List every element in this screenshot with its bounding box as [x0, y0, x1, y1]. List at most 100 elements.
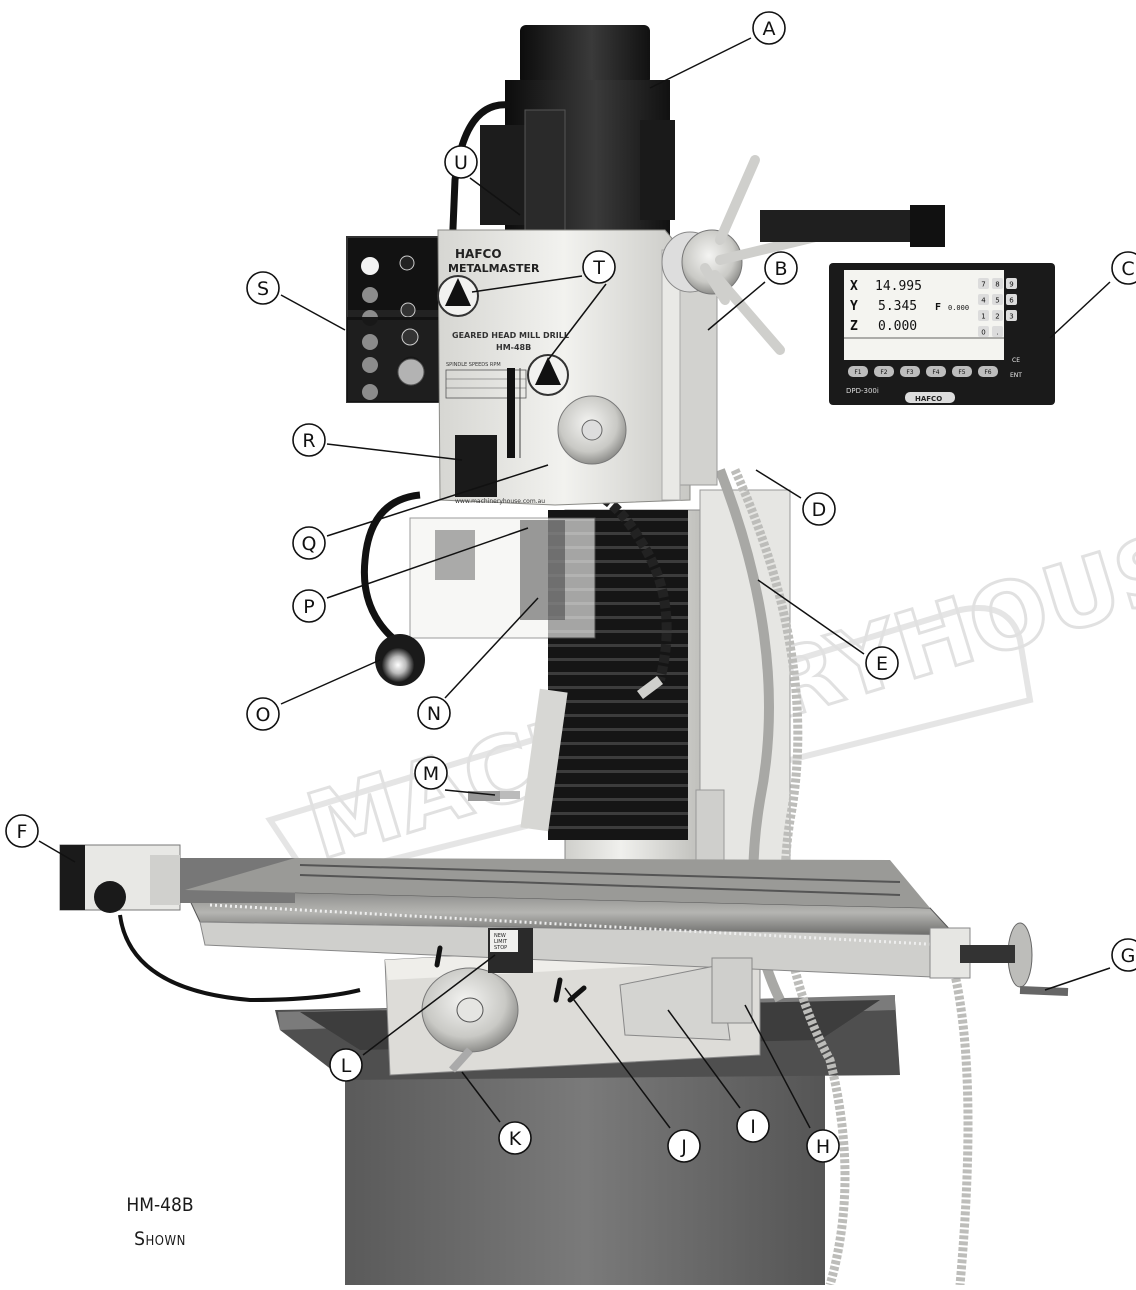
dro-z-label: Z	[850, 319, 858, 334]
dro-num-key	[978, 278, 989, 289]
callout-letter-u: U	[454, 152, 468, 174]
callout-j: J	[667, 1129, 701, 1163]
callout-l: L	[329, 1048, 363, 1082]
callout-letter-o: O	[256, 704, 271, 726]
dro-num-key	[992, 326, 1003, 337]
callout-circle-b	[764, 251, 798, 285]
caption: HM-48B Shown	[100, 1188, 220, 1256]
callout-p: P	[292, 589, 326, 623]
dro-key-f3	[900, 366, 920, 377]
motor	[441, 25, 675, 421]
leader-r	[326, 443, 463, 461]
callout-e: E	[865, 646, 899, 680]
dro-num-key-label: 1	[981, 313, 985, 321]
dro-f-label: F	[935, 302, 941, 313]
leader-t-2	[547, 283, 607, 361]
x-handwheel	[929, 922, 1069, 996]
brand-line2: METALMASTER	[448, 262, 540, 275]
dro-key-label-f5: F5	[958, 369, 965, 376]
dro-num-key	[1006, 278, 1017, 289]
callout-letter-m: M	[423, 763, 439, 785]
dro-num-key	[992, 278, 1003, 289]
dro-key-label-f4: F4	[932, 369, 939, 376]
leader-n	[444, 597, 539, 699]
callout-t: T	[582, 250, 616, 284]
callout-circle-i	[736, 1109, 770, 1143]
callout-circle-j	[667, 1129, 701, 1163]
dro-num-key-label: 7	[981, 281, 985, 289]
callout-circle-q	[292, 526, 326, 560]
leader-f	[38, 840, 76, 863]
callout-o: O	[246, 697, 280, 731]
dro-key-f5	[952, 366, 972, 377]
dro-num-key-label: 3	[1009, 313, 1013, 321]
work-lamp	[360, 491, 425, 686]
callout-circle-e	[865, 646, 899, 680]
callout-m: M	[414, 756, 448, 790]
speeds-title: SPINDLE SPEEDS RPM	[446, 362, 501, 368]
callout-s: S	[246, 271, 280, 305]
callout-n: N	[417, 696, 451, 730]
dro-num-key-label: 4	[981, 297, 986, 305]
callout-letter-g: G	[1121, 945, 1136, 967]
callout-letter-r: R	[302, 430, 315, 452]
leader-g	[1044, 967, 1111, 991]
leader-b	[707, 281, 766, 331]
dro-key-label-f2: F2	[880, 369, 887, 376]
leader-d	[755, 469, 802, 499]
callout-letter-a: A	[763, 18, 776, 40]
callout-letter-s: S	[257, 278, 269, 300]
callout-letter-t: T	[592, 257, 605, 279]
dro-num-key-label: 0	[981, 329, 985, 337]
callout-circle-h	[806, 1129, 840, 1163]
callout-f: F	[5, 814, 39, 848]
callout-circle-k	[498, 1121, 532, 1155]
table	[165, 858, 957, 979]
callout-circle-l	[329, 1048, 363, 1082]
dro-key-ent: ENT	[1010, 372, 1022, 379]
leader-j	[564, 987, 671, 1129]
callout-letter-p: P	[303, 596, 314, 618]
dro-key-f6	[978, 366, 998, 377]
callout-h: H	[806, 1129, 840, 1163]
dro-f-value: 0.000	[948, 304, 969, 312]
callout-circle-r	[292, 423, 326, 457]
callout-circle-n	[417, 696, 451, 730]
callout-circle-p	[292, 589, 326, 623]
callout-a: A	[752, 11, 786, 45]
dro-num-key-label: 2	[995, 313, 999, 321]
leader-i	[667, 1009, 741, 1109]
callout-letter-l: L	[341, 1055, 352, 1077]
dro-brand: HAFCO	[915, 395, 942, 403]
dro-num-key	[992, 310, 1003, 321]
callout-leaders	[38, 37, 1111, 1129]
leader-a	[649, 37, 752, 89]
leader-c	[1049, 281, 1111, 339]
dro-key-f4	[926, 366, 946, 377]
chuck-guard	[409, 517, 596, 639]
dro-num-key	[978, 310, 989, 321]
dro-num-key-label: 6	[1009, 297, 1014, 305]
callout-letter-b: B	[774, 258, 787, 280]
leader-o	[280, 659, 381, 705]
callout-q: Q	[292, 526, 326, 560]
leader-l	[362, 954, 496, 1056]
callout-k: K	[498, 1121, 532, 1155]
dro-y-value: 5.345	[878, 299, 917, 314]
dro-num-key	[978, 326, 989, 337]
leader-h	[744, 1004, 811, 1129]
callout-circle-m	[414, 756, 448, 790]
power-feed-unit	[59, 844, 361, 1003]
leader-k	[461, 1071, 501, 1123]
leader-m	[444, 789, 496, 796]
head-label-line2: HM-48B	[496, 343, 531, 352]
callout-letter-j: J	[680, 1136, 687, 1158]
callout-circle-f	[5, 814, 39, 848]
column	[548, 489, 791, 901]
limit-line3: STOP	[494, 945, 507, 951]
slides	[619, 957, 753, 1041]
callout-d: D	[802, 492, 836, 526]
